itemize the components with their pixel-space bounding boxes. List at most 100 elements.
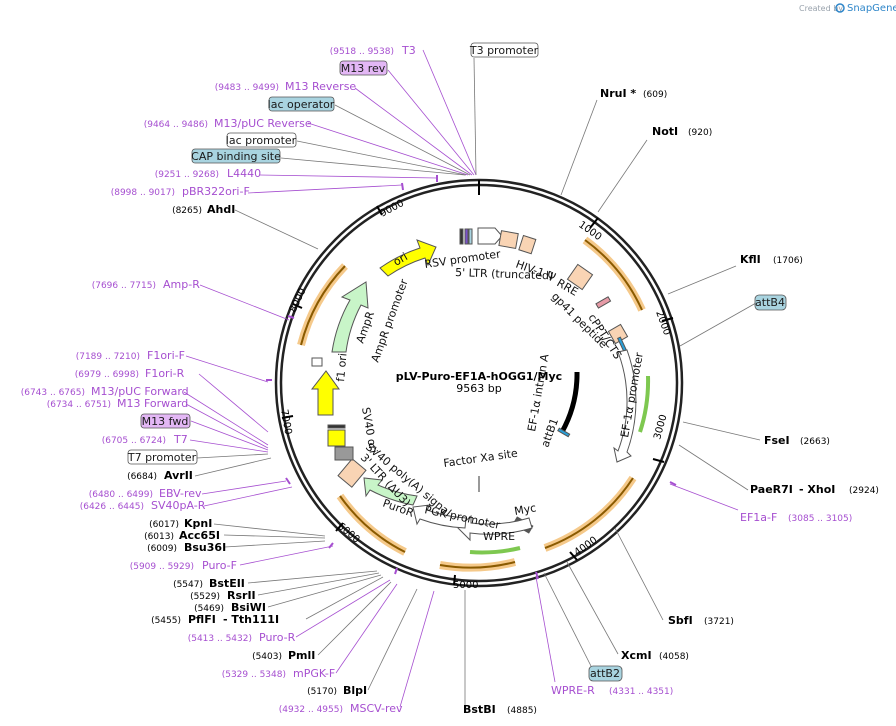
brand-created-by: Created by xyxy=(799,4,843,13)
primer-puro-f: Puro-F xyxy=(202,559,237,572)
green-arcs xyxy=(469,375,651,555)
site-bsu36i: Bsu36I xyxy=(184,541,226,554)
primer-amp-r-coord: (7696 .. 7715) xyxy=(92,281,156,291)
primer-m13-reverse: M13 Reverse xyxy=(285,80,356,93)
feature-sv40-ori: SV40 ori xyxy=(359,406,380,454)
feature-5-ltr: 5' LTR (truncated) xyxy=(455,266,554,282)
site-bsteii: BstEII xyxy=(209,577,245,590)
site-bsu36i-coord: (6009) xyxy=(147,544,177,554)
site-blpi: BlpI xyxy=(343,684,367,697)
site-noti: NotI xyxy=(652,125,678,138)
tick-label-8000: 8000 xyxy=(288,287,309,315)
primer-mscv-rev-coord: (4932 .. 4955) xyxy=(279,705,343,715)
tick-label-6000: 6000 xyxy=(335,521,362,546)
primer-sv40pa-r: SV40pA-R xyxy=(151,499,206,512)
attb2-box xyxy=(588,665,623,682)
site-pflfi: PflFI xyxy=(188,613,216,626)
primer-puro-r-coord: (5413 .. 5432) xyxy=(188,634,252,644)
site-bsteii-coord: (5547) xyxy=(173,580,203,590)
site-bstbi: BstBI xyxy=(463,703,496,716)
site-paer7i: PaeR7I xyxy=(750,483,793,496)
site-pflfi-coord: (5455) xyxy=(151,616,181,626)
primer-mscv-rev: MSCV-rev xyxy=(350,702,403,715)
primer-l4440-coord: (9251 .. 9268) xyxy=(155,170,219,180)
primer-t3-coord: (9518 .. 9538) xyxy=(330,47,394,57)
lac-operator-label: lac operator xyxy=(268,98,335,111)
site-rsrii: RsrII xyxy=(227,589,256,602)
primer-f1ori-r: F1ori-R xyxy=(145,367,185,380)
orange-arcs xyxy=(297,236,646,572)
primer-m13puc-reverse-coord: (9464 .. 9486) xyxy=(144,120,208,130)
site-pmli: PmlI xyxy=(288,649,315,662)
site-acc65i: Acc65I xyxy=(179,529,220,542)
primer-wpre-r: WPRE-R xyxy=(551,684,595,697)
lac-promoter-label: lac promoter xyxy=(226,134,297,147)
primer-t3: T3 xyxy=(401,44,416,57)
primer-puro-r: Puro-R xyxy=(259,631,296,644)
site-rsrii-coord: (5529) xyxy=(190,592,220,602)
t3-promoter-box xyxy=(470,42,539,58)
m13-fwd-label: M13 fwd xyxy=(142,415,189,428)
cap-binding-site-label: CAP binding site xyxy=(191,150,281,163)
site-ahdi: AhdI xyxy=(207,203,235,216)
site-bstbi-coord: (4885) xyxy=(507,706,537,716)
brand-name: SnapGene xyxy=(847,3,896,14)
site-sbfi-coord: (3721) xyxy=(704,617,734,627)
attb2-label: attB2 xyxy=(590,667,620,680)
primer-m13puc-forward-coord: (6743 .. 6765) xyxy=(21,388,85,398)
tick-label-7000: 7000 xyxy=(278,409,293,436)
primer-mpgk-f-coord: (5329 .. 5348) xyxy=(222,670,286,680)
left-leaders xyxy=(183,49,477,708)
site-kfli: KflI xyxy=(740,253,761,266)
site-ahdi-coord: (8265) xyxy=(172,206,202,216)
right-primer-leaders xyxy=(535,483,739,683)
primer-ebv-rev: EBV-rev xyxy=(159,487,202,500)
feature-factor-xa: Factor Xa site xyxy=(443,447,519,470)
primer-amp-r: Amp-R xyxy=(163,278,200,291)
site-blpi-coord: (5170) xyxy=(307,687,337,697)
primer-t7-coord: (6705 .. 6724) xyxy=(102,436,166,446)
site-kpni: KpnI xyxy=(184,517,212,530)
primer-l4440: L4440 xyxy=(227,167,261,180)
cap-binding-site-box xyxy=(191,148,281,164)
feature-ampr: AmpR xyxy=(354,309,378,345)
primer-wpre-r-coord: (4331 .. 4351) xyxy=(609,687,673,697)
m13-rev-box xyxy=(339,60,388,76)
t7-promoter-label: T7 promoter xyxy=(127,451,197,464)
attb4-label: attB4 xyxy=(755,296,785,309)
tick-label-9000: 9000 xyxy=(378,198,406,220)
plasmid-size: 9563 bp xyxy=(456,382,501,395)
site-bsiwi: BsiWI xyxy=(231,601,266,614)
primer-ebv-rev-coord: (6480 .. 6499) xyxy=(89,490,153,500)
feature-myc: Myc xyxy=(513,501,537,518)
primer-f1ori-f: F1ori-F xyxy=(147,349,185,362)
primer-f1ori-f-coord: (7189 .. 7210) xyxy=(76,352,140,362)
tick-label-5000: 5000 xyxy=(453,580,478,591)
primer-puro-f-coord: (5909 .. 5929) xyxy=(130,562,194,572)
primer-m13-forward: M13 Forward xyxy=(117,397,188,410)
site-nrui-coord: (609) xyxy=(643,90,667,100)
primer-ef1a-f-coord: (3085 .. 3105) xyxy=(788,514,852,524)
primer-sv40pa-r-coord: (6426 .. 6445) xyxy=(80,502,144,512)
site-acc65i-coord: (6013) xyxy=(144,532,174,542)
site-avrii: AvrII xyxy=(164,469,193,482)
tick-label-3000: 3000 xyxy=(652,413,669,440)
feature-ori: ori xyxy=(391,250,410,268)
primer-m13-reverse-coord: (9483 .. 9499) xyxy=(215,83,279,93)
primer-pbr322ori-f: pBR322ori-F xyxy=(182,185,250,198)
feature-wpre: WPRE xyxy=(483,530,515,543)
primer-m13puc-reverse: M13/pUC Reverse xyxy=(214,117,312,130)
feature-ampr-promoter: AmpR promoter xyxy=(369,277,411,364)
primer-m13puc-forward: M13/pUC Forward xyxy=(91,385,189,398)
site-sbfi: SbfI xyxy=(668,614,693,627)
left-labels: (9518 .. 9538) T3 T3 promoter M13 rev (9… xyxy=(21,42,539,715)
site-xcmi-coord: (4058) xyxy=(659,652,689,662)
primer-pbr322ori-f-coord: (8998 .. 9017) xyxy=(111,188,175,198)
site-xhoi-coord: (2924) xyxy=(849,486,879,496)
site-pmli-coord: (5403) xyxy=(252,652,282,662)
site-nrui: NruI * xyxy=(600,87,636,100)
site-noti-coord: (920) xyxy=(688,128,712,138)
primer-mpgk-f: mPGK-F xyxy=(293,667,335,680)
m13-fwd-box xyxy=(140,413,191,429)
site-bsiwi-coord: (5469) xyxy=(194,604,224,614)
